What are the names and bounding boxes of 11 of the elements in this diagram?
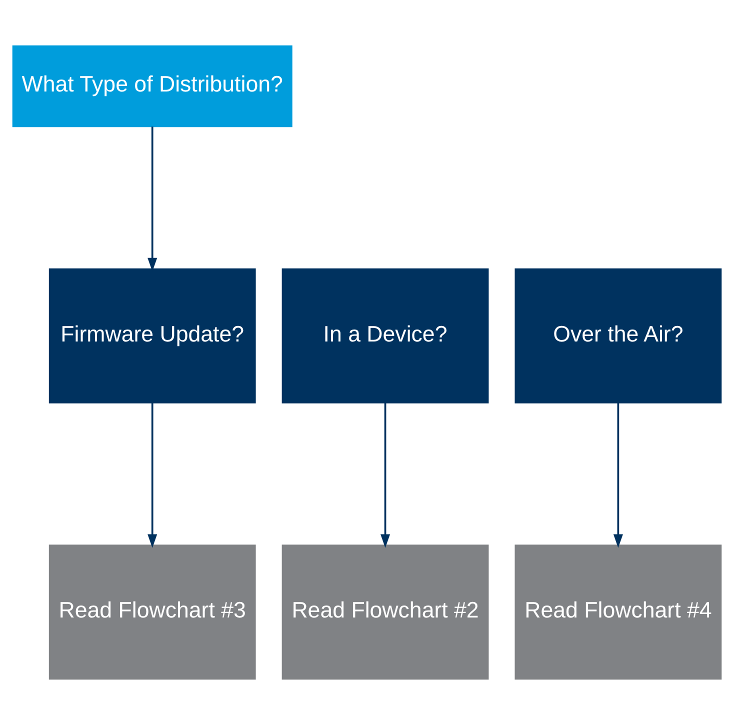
node-box: Firmware Update? — [48, 268, 256, 403]
arrow — [148, 402, 158, 548]
node-box: In a Device? — [282, 268, 489, 403]
arrow — [380, 402, 390, 548]
node-box: Read Flowchart #2 — [282, 544, 489, 680]
arrow — [613, 402, 623, 548]
node-box: Read Flowchart #4 — [514, 544, 722, 680]
node-box: Read Flowchart #3 — [48, 544, 256, 680]
arrow — [148, 126, 158, 271]
node-box: Over the Air? — [514, 268, 722, 403]
node-box: What Type of Distribution? — [12, 44, 292, 127]
